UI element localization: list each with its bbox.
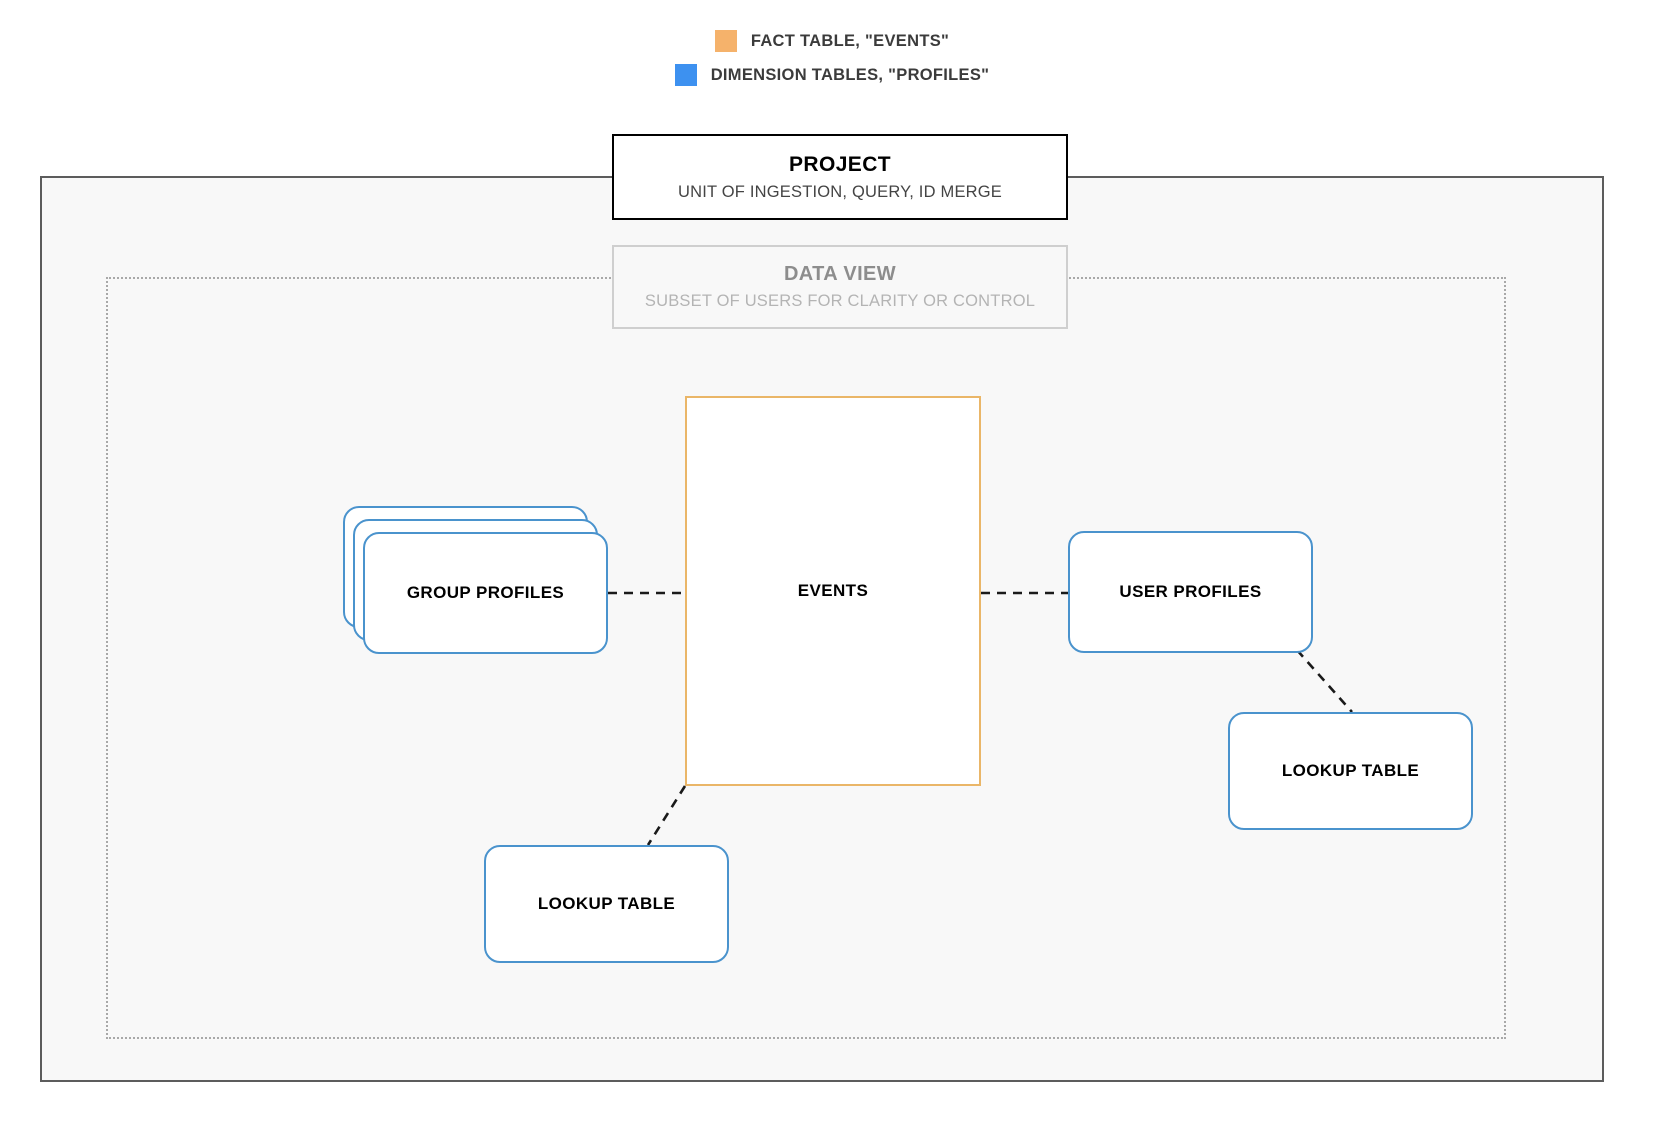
legend-item-dimension-tables: DIMENSION TABLES, "PROFILES" xyxy=(674,64,990,86)
legend-item-fact-table: FACT TABLE, "EVENTS" xyxy=(714,30,950,52)
stack-card-front[interactable]: GROUP PROFILES xyxy=(363,532,608,654)
legend: FACT TABLE, "EVENTS" DIMENSION TABLES, "… xyxy=(0,30,1664,86)
node-lookup-table-left-label: LOOKUP TABLE xyxy=(537,894,676,913)
data-view-subtitle: SUBSET OF USERS FOR CLARITY OR CONTROL xyxy=(644,292,1036,310)
node-user-profiles-label: USER PROFILES xyxy=(1119,582,1262,601)
node-lookup-table-right[interactable]: LOOKUP TABLE xyxy=(1228,712,1473,830)
data-view-header: DATA VIEW SUBSET OF USERS FOR CLARITY OR… xyxy=(612,245,1068,329)
square-swatch-icon xyxy=(714,30,737,52)
project-header: PROJECT UNIT OF INGESTION, QUERY, ID MER… xyxy=(612,134,1068,220)
node-user-profiles[interactable]: USER PROFILES xyxy=(1068,531,1313,653)
node-events-label: EVENTS xyxy=(797,581,869,600)
square-swatch-icon xyxy=(674,64,697,86)
legend-item-label: FACT TABLE, "EVENTS" xyxy=(750,31,950,50)
project-title: PROJECT xyxy=(789,152,891,176)
node-group-profiles-label: GROUP PROFILES xyxy=(406,583,565,602)
project-subtitle: UNIT OF INGESTION, QUERY, ID MERGE xyxy=(677,182,1002,201)
data-view-title: DATA VIEW xyxy=(783,263,897,285)
node-lookup-table-right-label: LOOKUP TABLE xyxy=(1281,761,1420,780)
node-lookup-table-left[interactable]: LOOKUP TABLE xyxy=(484,845,729,963)
node-events[interactable]: EVENTS xyxy=(685,396,981,786)
legend-item-label: DIMENSION TABLES, "PROFILES" xyxy=(710,65,990,84)
node-group-profiles[interactable]: GROUP PROFILES xyxy=(343,506,608,654)
